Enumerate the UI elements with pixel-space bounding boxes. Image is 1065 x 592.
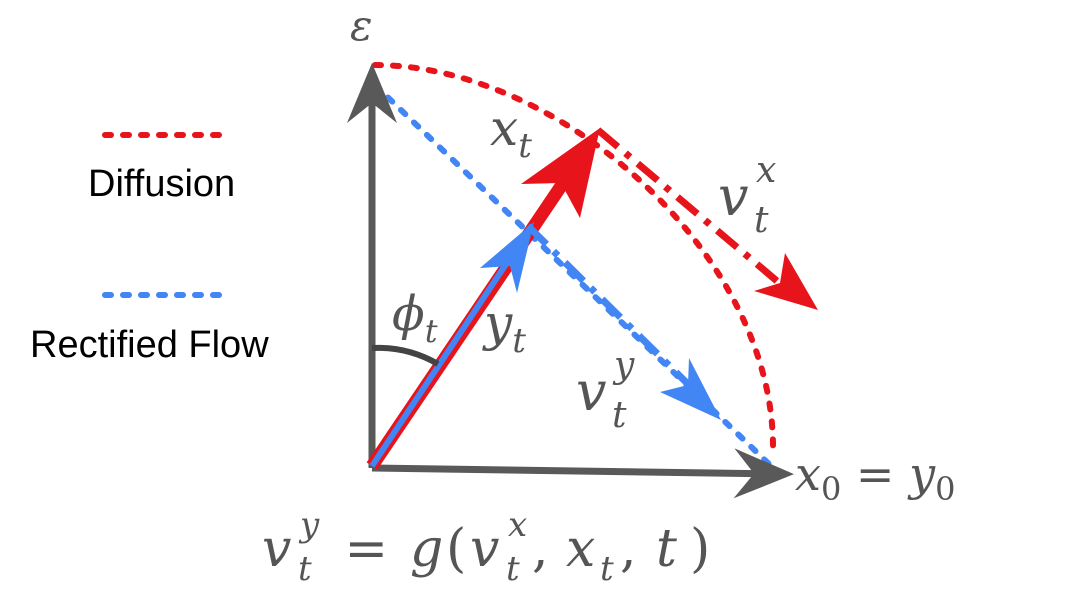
y-t-label: yt	[482, 294, 526, 361]
legend: Diffusion Rectified Flow	[30, 132, 269, 366]
v-t-y-label: v y t	[576, 327, 652, 436]
origin-equation: x0 = y0	[795, 447, 955, 508]
legend-diffusion-label: Diffusion	[88, 163, 235, 205]
diffusion-arc	[372, 62, 777, 453]
y-t-vector	[369, 222, 534, 468]
bottom-equation: v y t = g ( v x t , x t , t )	[262, 489, 710, 592]
phi-t-label: ϕt	[392, 286, 438, 350]
epsilon-label: ε	[350, 1, 373, 50]
legend-rectified-flow-label: Rectified Flow	[30, 324, 269, 366]
v-t-y-vector	[525, 223, 721, 420]
v-t-x-label: v x t	[718, 132, 793, 241]
phi-t-angle-arc	[371, 344, 440, 367]
x0-axis	[371, 448, 794, 499]
x-t-label: xt	[490, 99, 532, 166]
v-t-x-vector	[595, 127, 818, 310]
